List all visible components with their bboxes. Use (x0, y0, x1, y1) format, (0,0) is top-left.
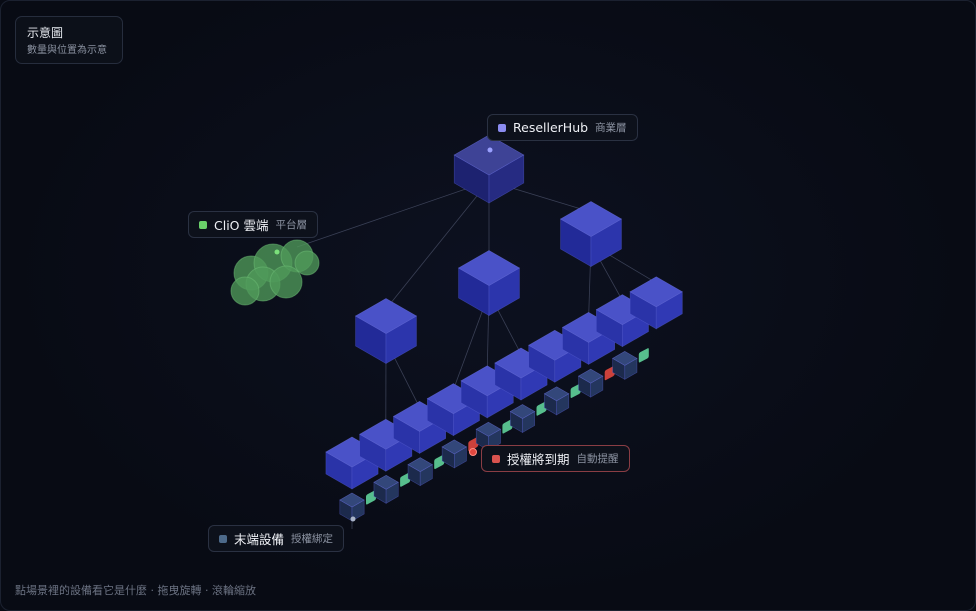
reseller-dot (498, 123, 506, 132)
device-cube[interactable] (475, 421, 502, 451)
connection-line (296, 180, 490, 248)
mid-cube[interactable] (559, 201, 623, 268)
node-cube[interactable] (629, 276, 683, 330)
device-cube[interactable] (339, 492, 365, 522)
reseller-name: ResellerHub (513, 120, 589, 135)
legend-panel: 示意圖 數量與位置為示意 (15, 16, 123, 64)
license-chip[interactable] (400, 472, 411, 487)
hub-cube-body[interactable] (453, 134, 525, 204)
license-chip[interactable] (434, 454, 445, 469)
node-row (325, 276, 683, 490)
hub-pin (487, 147, 493, 153)
license-chip[interactable] (366, 490, 376, 505)
label-license-expiring[interactable]: 授權將到期 自動提醒 (481, 445, 630, 472)
device-cube[interactable] (407, 457, 433, 487)
cloud-dot (199, 220, 207, 229)
mid-cube[interactable] (354, 298, 418, 365)
reseller-hub-cube[interactable] (453, 134, 525, 204)
cloud-role: 平台層 (275, 219, 308, 231)
license-chip[interactable] (536, 401, 547, 416)
label-end-device[interactable]: 末端設備 授權綁定 (208, 525, 345, 552)
cloud-blob (269, 265, 303, 299)
device-cube[interactable] (577, 368, 604, 398)
license-expiring-chip[interactable] (604, 365, 615, 381)
label-reseller-hub[interactable]: ResellerHub 商業層 (487, 114, 638, 141)
device-row (339, 348, 649, 522)
device-cube[interactable] (612, 351, 638, 380)
cloud-name: CliO 雲端 (214, 218, 269, 233)
device-pin (350, 516, 356, 522)
reseller-role: 商業層 (595, 122, 627, 134)
connection-line (385, 180, 490, 310)
device-dot (219, 534, 227, 543)
expiry-name: 授權將到期 (507, 452, 570, 467)
license-chip[interactable] (570, 383, 581, 398)
device-role: 授權綁定 (291, 533, 334, 545)
cloud-pin (274, 249, 280, 255)
expiry-dot (492, 454, 500, 463)
mid-tier (354, 201, 623, 365)
mid-cube[interactable] (457, 250, 521, 317)
interaction-hint: 點場景裡的設備看它是什麼 · 拖曳旋轉 · 滾輪縮放 (15, 584, 256, 597)
label-clio-cloud[interactable]: CliO 雲端 平台層 (188, 211, 318, 238)
cloud-blob (294, 250, 320, 276)
label-pins (274, 147, 493, 522)
device-cube[interactable] (509, 404, 536, 434)
device-name: 末端設備 (234, 532, 285, 547)
device-cube[interactable] (373, 474, 399, 504)
cloud-blob (230, 276, 260, 306)
device-cube[interactable] (441, 439, 468, 469)
expiry-pin (469, 448, 477, 456)
license-chip[interactable] (638, 348, 649, 363)
license-chip[interactable] (502, 419, 513, 434)
legend-title: 示意圖 (27, 26, 64, 40)
license-expiring-chip[interactable] (468, 436, 479, 452)
legend-subtitle: 數量與位置為示意 (27, 45, 107, 56)
expiry-role: 自動提醒 (576, 453, 619, 465)
device-cube[interactable] (543, 386, 570, 416)
cloud-cluster[interactable] (230, 239, 320, 306)
